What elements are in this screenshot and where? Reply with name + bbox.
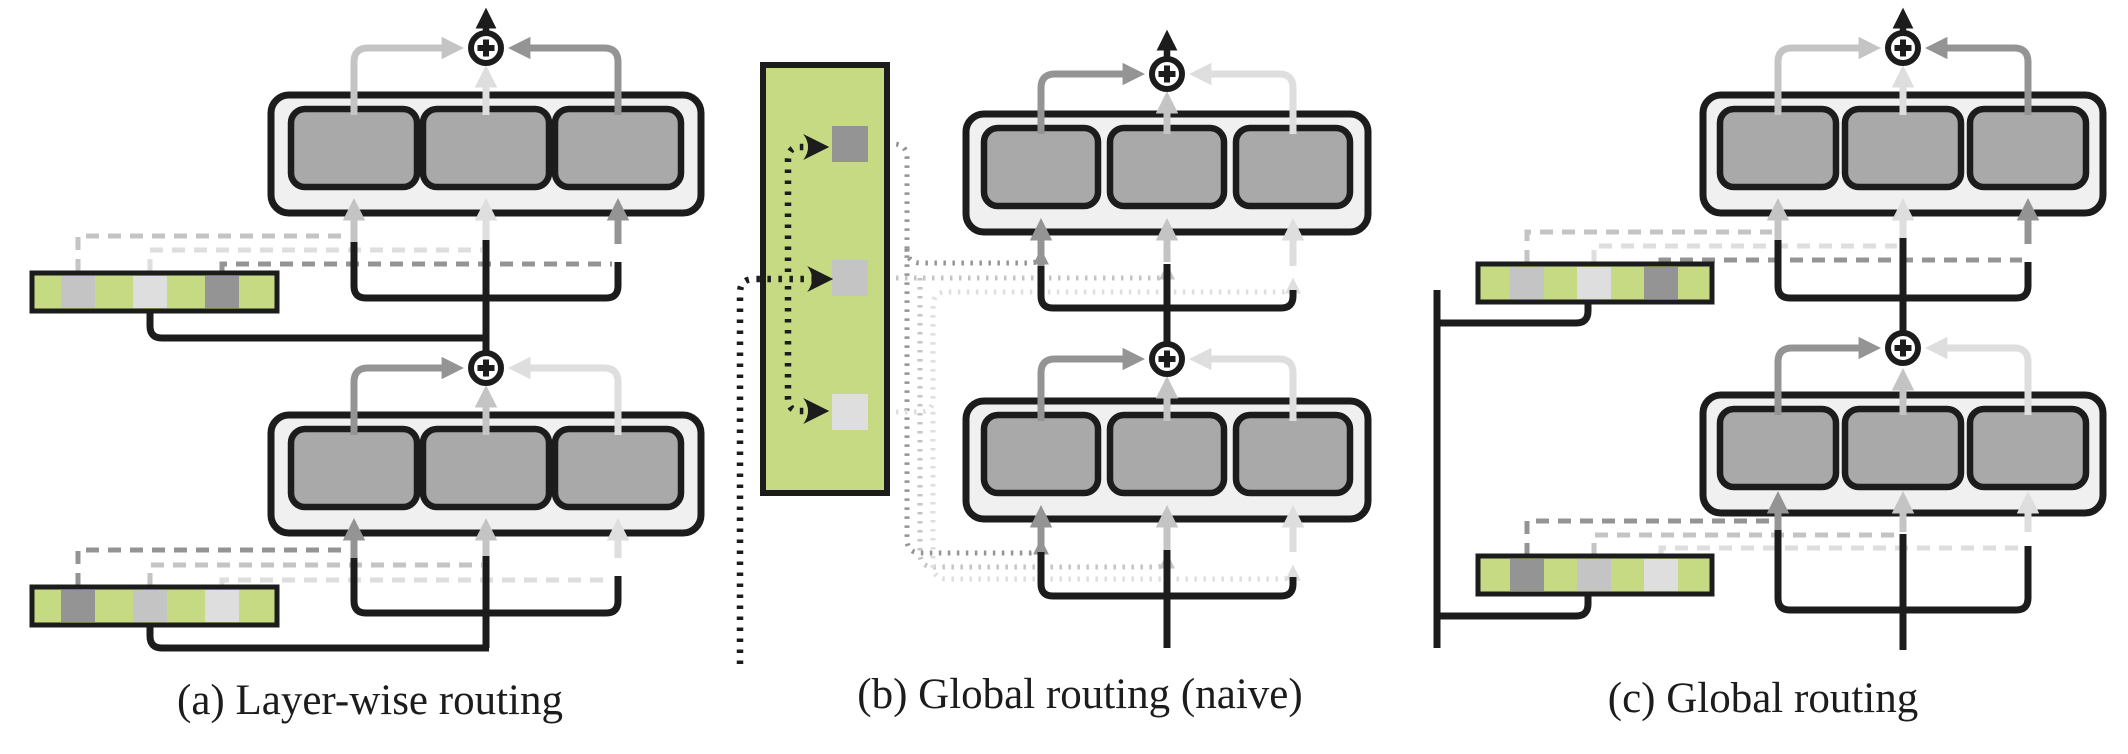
expert xyxy=(1232,411,1354,497)
plus-circle-icon xyxy=(1149,56,1185,92)
gate-dash-a-top-left xyxy=(75,233,348,272)
router-weight-square xyxy=(133,276,167,308)
router-weight-square xyxy=(1644,267,1678,299)
expert xyxy=(1106,124,1228,210)
caption-b: (b) Global routing (naive) xyxy=(857,671,1302,718)
router-weight-square xyxy=(133,590,167,622)
expert-output-arrow xyxy=(1037,347,1145,421)
plus-circle-icon xyxy=(1885,30,1921,66)
gate-dash-a-bot-mid xyxy=(147,562,482,586)
router-tap-a-bot xyxy=(146,625,489,652)
expert xyxy=(1841,405,1965,491)
caption-a: (a) Layer-wise routing xyxy=(177,677,563,724)
global-tap-top xyxy=(1437,303,1592,327)
expert xyxy=(1841,105,1965,191)
router-weight-square xyxy=(1510,267,1544,299)
router-weight-square xyxy=(1577,267,1611,299)
expert xyxy=(1716,105,1840,191)
expert xyxy=(1966,105,2090,191)
router-weight-square xyxy=(832,394,868,430)
gate-dash-c-bot-mid xyxy=(1591,532,1897,556)
expert xyxy=(1966,405,2090,491)
expert-output-arrow xyxy=(508,36,622,115)
panel-c: (c) Global routing xyxy=(1433,7,2107,722)
router-branch-dotted-down xyxy=(784,286,830,424)
expert-output-arrow xyxy=(1189,62,1297,134)
expert-output-arrow xyxy=(1774,336,1881,415)
router-branch-dotted-up xyxy=(784,134,830,272)
expert-output-arrow xyxy=(508,356,622,435)
gate-dash-c-bot-left xyxy=(1524,518,1772,556)
global-gate-dot-low xyxy=(869,277,1301,415)
gate-dash-c-top-mid xyxy=(1591,243,1897,263)
router-weight-square xyxy=(61,276,95,308)
router-weight-square xyxy=(832,126,868,162)
gate-dash-a-bot-right xyxy=(219,577,612,586)
plus-circle-icon xyxy=(1149,341,1185,377)
expert xyxy=(1232,124,1354,210)
expert-output-arrow xyxy=(1925,36,2032,115)
global-gate-dot-mid xyxy=(869,263,1175,281)
expert-output-arrow xyxy=(350,356,464,435)
gate-dash-c-top-right xyxy=(1658,257,2022,263)
expert-output-arrow xyxy=(350,36,464,115)
router-weight-square xyxy=(1577,559,1611,591)
router-weight-square xyxy=(61,590,95,622)
expert xyxy=(287,425,421,511)
expert-output-arrow xyxy=(1037,62,1145,134)
router-weight-square xyxy=(832,260,868,296)
expert xyxy=(980,411,1102,497)
expert xyxy=(980,124,1102,210)
gate-dash-c-top-left xyxy=(1524,229,1772,263)
expert xyxy=(1716,405,1840,491)
expert xyxy=(551,105,685,191)
router-weight-square xyxy=(1510,559,1544,591)
plus-circle-icon xyxy=(468,350,504,386)
expert-output-arrow xyxy=(1189,347,1297,421)
expert xyxy=(551,425,685,511)
expert xyxy=(287,105,421,191)
gate-dash-a-bot-left xyxy=(75,547,348,586)
gate-dash-a-top-right xyxy=(219,261,612,272)
router-tap-a-top xyxy=(146,311,486,342)
gate-dash-c-bot-right xyxy=(1658,545,2022,556)
plus-circle-icon xyxy=(468,30,504,66)
router-weight-square xyxy=(1644,559,1678,591)
panel-b: (b) Global routing (naive) xyxy=(736,29,1372,718)
expert xyxy=(419,425,553,511)
expert-output-arrow xyxy=(1925,336,2032,415)
caption-c: (c) Global routing xyxy=(1608,675,1918,722)
global-tap-bot xyxy=(1437,595,1592,620)
expert xyxy=(419,105,553,191)
plus-circle-icon xyxy=(1885,330,1921,366)
global-gate-dot-high xyxy=(904,248,1049,266)
router-weight-square xyxy=(205,590,239,622)
expert xyxy=(1106,411,1228,497)
gate-dash-a-top-mid xyxy=(147,247,482,272)
panel-a: (a) Layer-wise routing xyxy=(29,7,705,724)
expert-output-arrow xyxy=(1774,36,1881,115)
router-weight-square xyxy=(205,276,239,308)
